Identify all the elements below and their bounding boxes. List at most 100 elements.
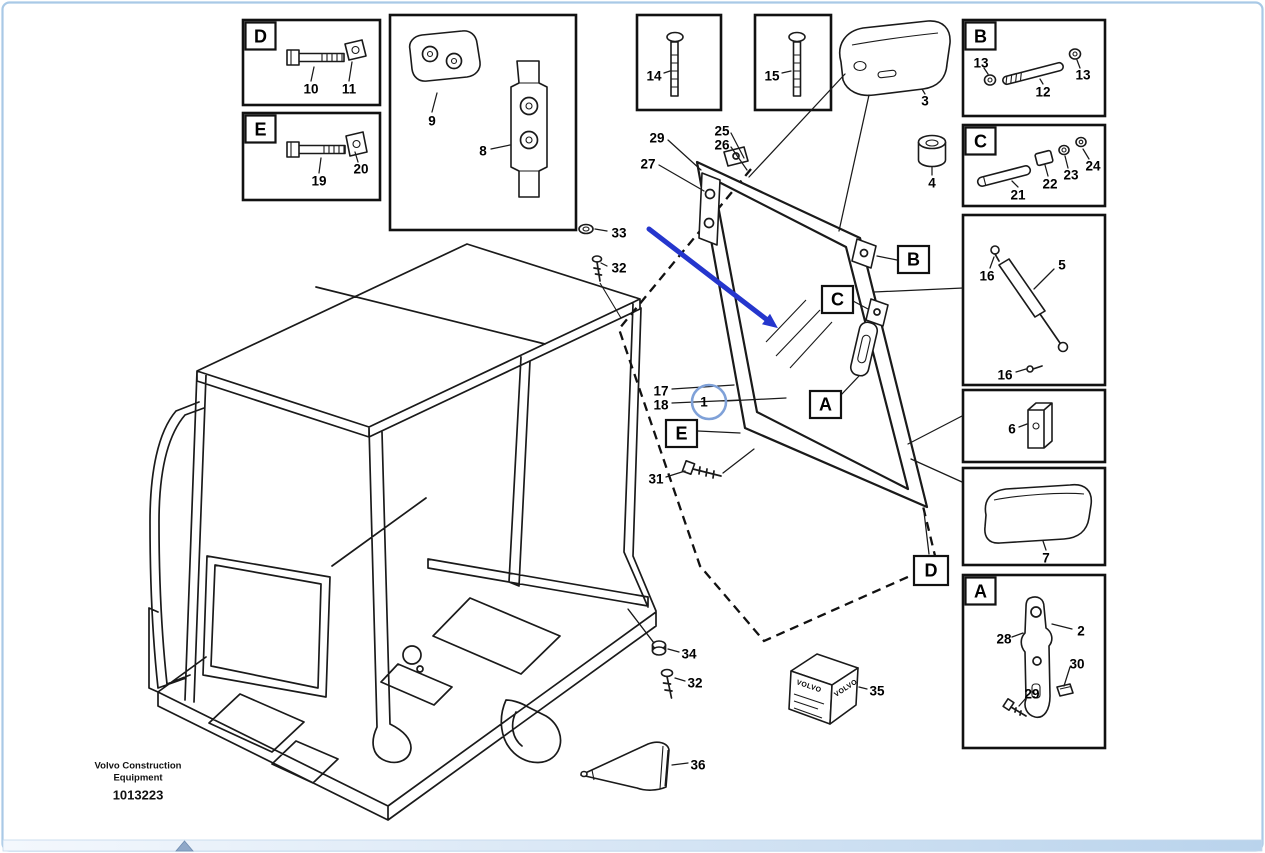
callout-23[interactable]: 23: [1063, 168, 1079, 183]
callout-19[interactable]: 19: [311, 174, 326, 189]
detail-box-14: 14: [635, 13, 723, 112]
detail-box-d: D 10 11: [241, 18, 382, 107]
callout-27[interactable]: 27: [640, 157, 655, 172]
callout-6[interactable]: 6: [1008, 422, 1016, 437]
callout-1[interactable]: 1: [700, 395, 708, 410]
hinge-8-seams: [519, 82, 539, 172]
callout-35[interactable]: 35: [869, 684, 885, 699]
callout-34[interactable]: 34: [681, 647, 697, 662]
callout-31[interactable]: 31: [648, 472, 664, 487]
clip-30: [1056, 683, 1074, 697]
cab-frame-outline: [148, 243, 657, 821]
part-4-bushing: [917, 134, 947, 168]
callout-28[interactable]: 28: [996, 632, 1012, 647]
callout-20[interactable]: 20: [353, 162, 368, 177]
hinge-8-hole2-inner: [525, 136, 533, 144]
door-callouts: 29 27 25 26 33 32 17 18 1 31 34 32 35 36…: [611, 94, 936, 773]
pin-21-body: [976, 165, 1032, 187]
callout-5[interactable]: 5: [1058, 258, 1066, 273]
callout-21[interactable]: 21: [1010, 188, 1026, 203]
inline-section-letters: B C A E D: [664, 244, 950, 587]
splitter-track[interactable]: [2, 839, 1263, 852]
detail-box-5: 16 5 16: [961, 213, 1107, 387]
brand-line1: Volvo Construction: [95, 761, 182, 772]
plate-9-hole2: [445, 52, 463, 70]
detail-box-9-8: 9 8: [388, 13, 578, 232]
strut-5-body: [998, 258, 1046, 318]
detail-box-14-frame: [635, 13, 723, 112]
washer-24-hole: [1078, 139, 1084, 145]
washer-13-left: [983, 74, 997, 86]
detail-box-a-letter: A: [974, 582, 987, 602]
detail-box-b: B 13 12 13: [961, 18, 1107, 118]
inline-letterbox-d: [912, 554, 950, 587]
bolt-19: [286, 141, 346, 158]
callout-12[interactable]: 12: [1035, 85, 1050, 100]
callout-10[interactable]: 10: [303, 82, 318, 97]
callout-29-door[interactable]: 29: [649, 131, 664, 146]
selection-highlight-circle: [690, 383, 728, 421]
callout-4[interactable]: 4: [928, 176, 936, 191]
bushing-22-body: [1034, 149, 1054, 167]
pointer-arrow-head: [762, 313, 778, 329]
inline-letterbox-c: [820, 284, 855, 315]
washer-13-right-hole: [1072, 51, 1078, 57]
part-3-outline: [839, 20, 951, 97]
part-4-hole: [925, 139, 939, 147]
box-label-lines: [793, 693, 825, 719]
callout-14[interactable]: 14: [646, 69, 662, 84]
inline-letter-e: E: [675, 424, 687, 444]
clip-16-bottom: [1026, 365, 1034, 373]
callout-33[interactable]: 33: [611, 226, 627, 241]
detail-box-a-letterbox: [964, 576, 997, 606]
ball-stud-16-top: [990, 245, 1000, 255]
detail-box-d-letterbox: [244, 21, 277, 51]
callout-13-right[interactable]: 13: [1075, 68, 1091, 83]
callout-32-top[interactable]: 32: [611, 261, 626, 276]
inline-letter-d: D: [925, 561, 938, 581]
leader-lines: [310, 59, 1090, 766]
callout-16-bottom[interactable]: 16: [997, 368, 1013, 383]
callout-9[interactable]: 9: [428, 114, 436, 129]
callout-7[interactable]: 7: [1042, 551, 1050, 566]
callout-2[interactable]: 2: [1077, 624, 1085, 639]
callout-26[interactable]: 26: [714, 138, 730, 153]
inline-letterbox-a: [808, 389, 843, 420]
detail-box-e-letter: E: [254, 120, 266, 140]
callout-3[interactable]: 3: [921, 94, 929, 109]
callout-30[interactable]: 30: [1069, 657, 1084, 672]
cover-7-seam: [993, 492, 1085, 501]
splitter-handle-icon[interactable]: [175, 840, 194, 852]
screw-15-shaft: [792, 41, 802, 97]
lock-2-hole1: [1030, 606, 1042, 618]
strut-5-ball-end: [1057, 341, 1069, 353]
callout-36[interactable]: 36: [690, 758, 706, 773]
hinge-8-hole2: [519, 130, 539, 150]
callout-15[interactable]: 15: [764, 69, 780, 84]
callout-25[interactable]: 25: [714, 124, 730, 139]
sealant-tube: [580, 741, 670, 791]
callout-32-bottom[interactable]: 32: [687, 676, 702, 691]
footer-brand: Volvo Construction Equipment 1013223: [95, 761, 182, 803]
callout-22[interactable]: 22: [1042, 177, 1057, 192]
callout-8[interactable]: 8: [479, 144, 487, 159]
detail-box-b-letterbox: [964, 21, 997, 51]
callout-11[interactable]: 11: [342, 82, 357, 97]
clip-16-stem: [1032, 365, 1043, 370]
detail-box-15: 15: [753, 13, 833, 112]
callout-13-left[interactable]: 13: [973, 56, 989, 71]
bolt-10: [286, 49, 345, 66]
callout-24[interactable]: 24: [1085, 159, 1101, 174]
callout-18[interactable]: 18: [653, 398, 669, 413]
lock-2-hole2: [1032, 656, 1042, 666]
callout-17[interactable]: 17: [653, 384, 668, 399]
cab-frame: [148, 243, 657, 821]
bolt-29-shaft: [1010, 706, 1027, 717]
callout-16-top[interactable]: 16: [979, 269, 995, 284]
detail-box-6: 6: [961, 388, 1107, 464]
screw-14-shaft: [670, 41, 679, 97]
washer-13-left-hole: [987, 77, 993, 83]
hinge-hole: [703, 217, 715, 229]
callout-29-lock[interactable]: 29: [1024, 687, 1039, 702]
bottom-splitter-bar[interactable]: [2, 839, 1263, 852]
